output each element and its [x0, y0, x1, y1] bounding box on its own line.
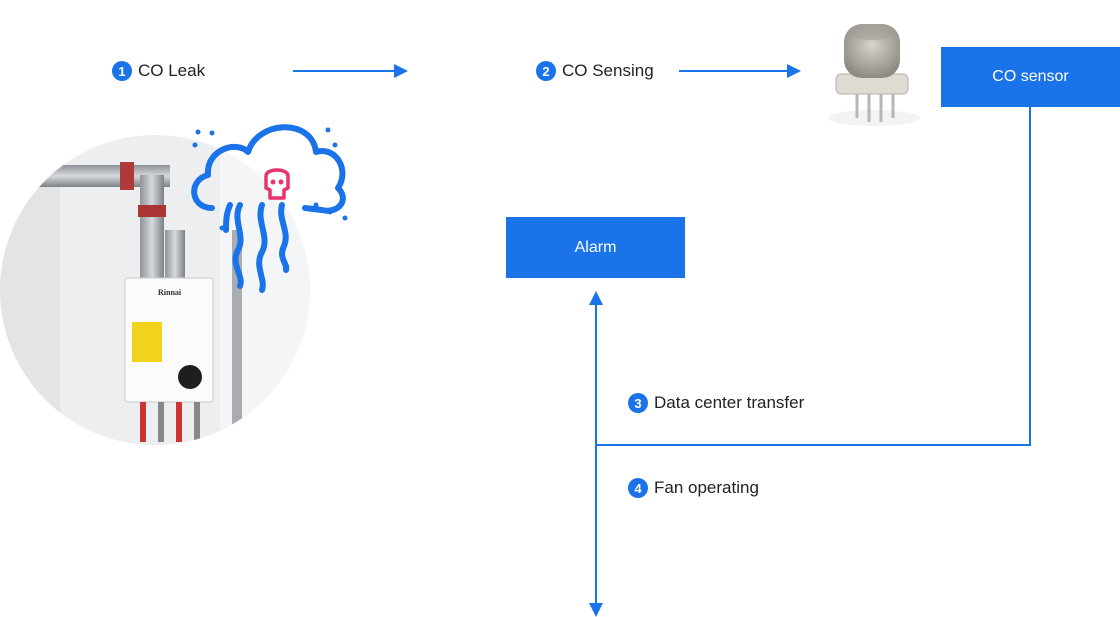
step-data-center-transfer: 3 Data center transfer [628, 393, 804, 413]
alarm-box: Alarm [506, 217, 685, 278]
step-co-sensing: 2 CO Sensing [536, 61, 654, 81]
step-label: CO Leak [138, 61, 206, 80]
co-sensor-box: CO sensor [941, 47, 1120, 107]
heater-brand-label: Rinnai [158, 288, 182, 297]
step-fan-operating: 4 Fan operating [628, 478, 759, 498]
step-label: CO Sensing [562, 61, 654, 80]
step-number-badge: 2 [536, 61, 556, 81]
step-number-badge: 3 [628, 393, 648, 413]
connector-sensor-to-center [596, 107, 1031, 446]
step-label: Fan operating [654, 478, 759, 497]
skull-icon [264, 168, 290, 200]
step-number-badge: 4 [628, 478, 648, 498]
step-co-leak: 1 CO Leak [112, 61, 205, 81]
step-label: Data center transfer [654, 393, 805, 412]
step-number-badge: 1 [112, 61, 132, 81]
